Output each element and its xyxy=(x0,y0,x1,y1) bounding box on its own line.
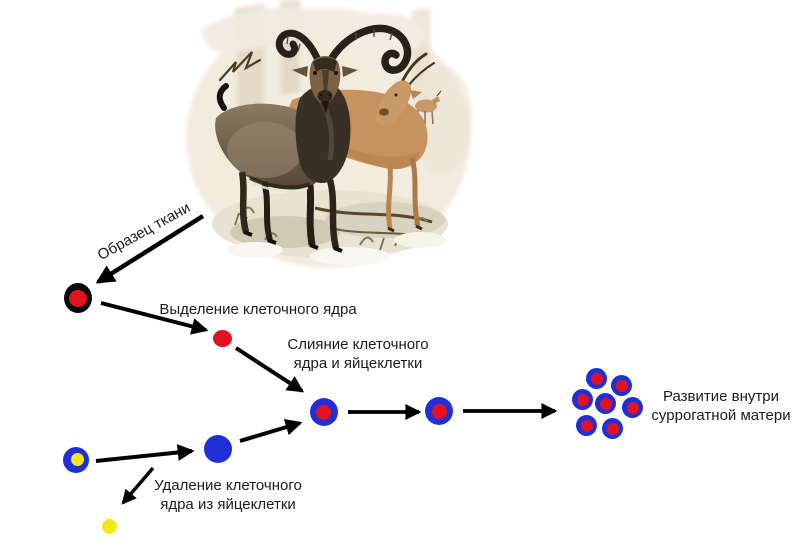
dividing-cell xyxy=(425,397,453,425)
embryo-cell-nucleus xyxy=(590,372,603,385)
embryo-cell-nucleus xyxy=(599,397,612,410)
enucleated-egg-to-fusion-arrow xyxy=(239,419,303,443)
male-head xyxy=(292,56,358,114)
ibex-illustration xyxy=(186,0,472,268)
tissue-cell xyxy=(64,283,92,313)
embryo-cell-nucleus xyxy=(576,393,589,406)
male-ibex xyxy=(215,24,412,253)
embryo-cell-nucleus xyxy=(615,379,628,392)
male-tail xyxy=(216,83,229,111)
egg-cell-nucleus xyxy=(70,452,84,466)
male-horns xyxy=(275,24,412,74)
zygote-cell xyxy=(310,398,338,426)
zygote-nucleus xyxy=(315,404,331,420)
embryo-cell xyxy=(602,418,623,439)
embryo-cell xyxy=(576,415,597,436)
distant-ibex xyxy=(415,90,442,125)
isolated-nucleus xyxy=(213,330,232,347)
embryo-cell xyxy=(611,375,632,396)
embryo-cell-nucleus xyxy=(626,401,639,414)
enucleation-label: Удаление клеточного ядра из яйцеклетки xyxy=(154,477,302,513)
nucleus-isolation-label: Выделение клеточного ядра xyxy=(159,301,357,318)
nucleus-removal-arrow xyxy=(121,466,155,505)
development-label: Развитие внутри суррогатной матери xyxy=(651,388,791,424)
fusion-label: Слияние клеточного ядра и яйцеклетки xyxy=(287,336,429,372)
enucleated-egg-cell xyxy=(204,435,232,463)
dividing-cell-nucleus xyxy=(431,403,447,419)
embryo-cell-nucleus xyxy=(580,419,593,432)
removed-nucleus xyxy=(102,519,117,534)
female-horns xyxy=(400,52,428,84)
tissue-cell-nucleus xyxy=(69,289,87,307)
embryo-cell xyxy=(572,389,593,410)
embryo-cluster xyxy=(568,365,648,445)
egg-transfer-arrow xyxy=(95,444,195,463)
embryo-cell xyxy=(595,393,616,414)
embryo-cell-nucleus xyxy=(606,422,619,435)
egg-cell xyxy=(63,447,89,473)
embryo-cell xyxy=(586,368,607,389)
embryo-cell xyxy=(622,397,643,418)
twig xyxy=(218,51,262,82)
